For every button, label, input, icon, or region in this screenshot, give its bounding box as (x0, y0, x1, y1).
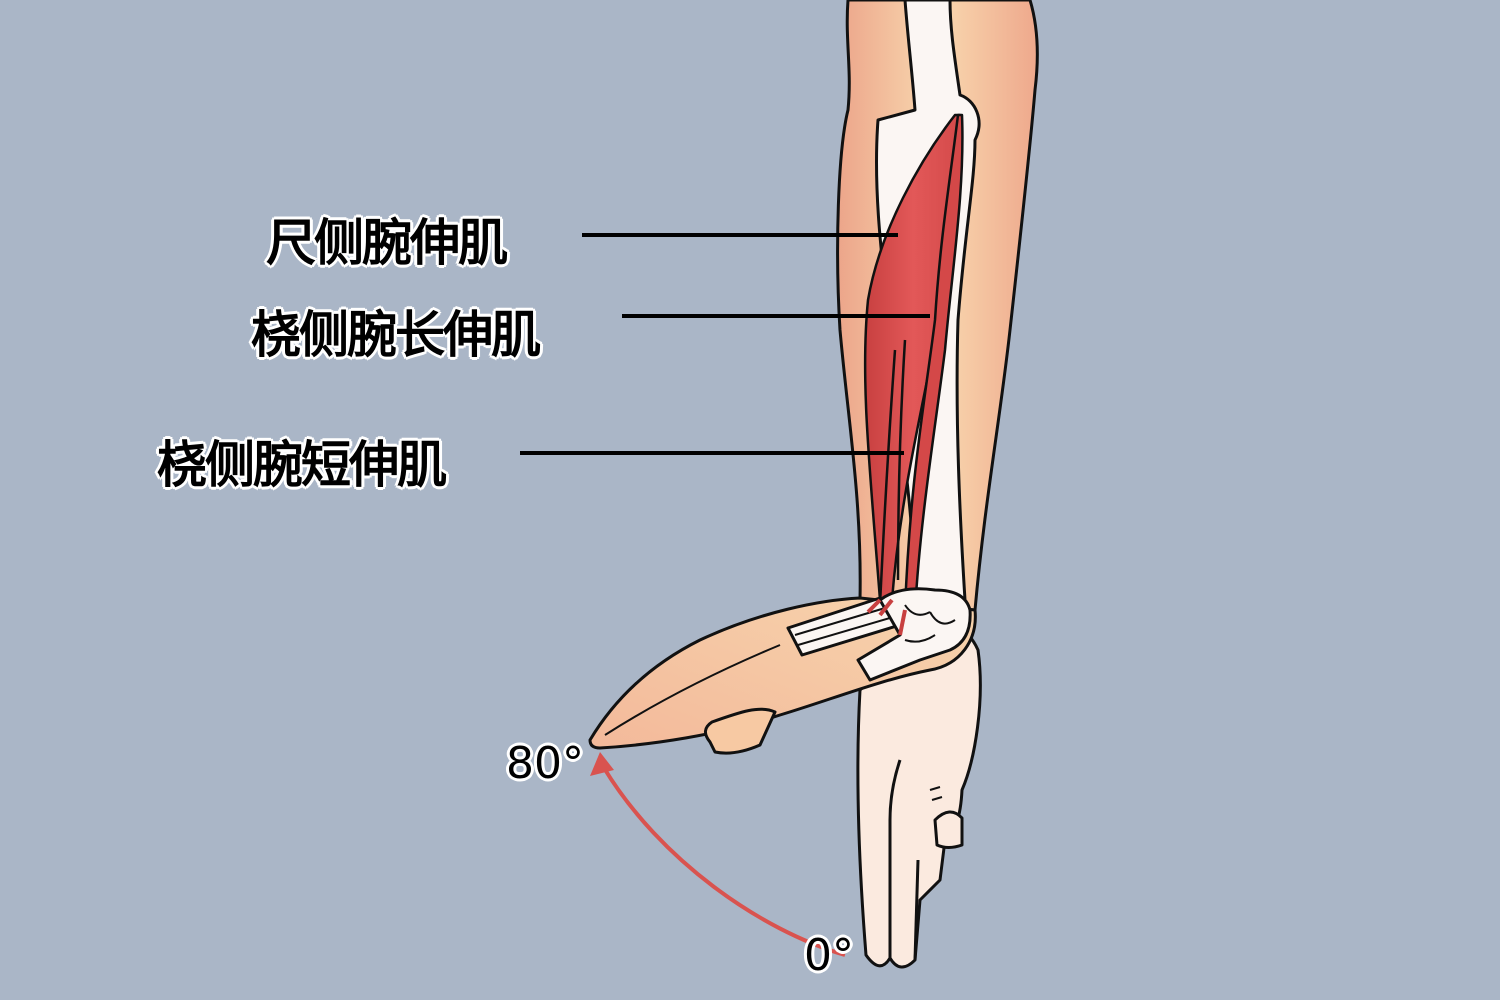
label-extensor-carpi-radialis-longus: 桡侧腕长伸肌 (251, 306, 541, 364)
upper-hand (588, 587, 977, 755)
leader-line-ecrb (520, 451, 904, 455)
leader-line-ecu (582, 233, 898, 237)
label-extensor-carpi-ulnaris: 尺侧腕伸肌 (266, 214, 508, 272)
angle-label-0: 0° (804, 930, 854, 981)
arrow-head-icon (590, 752, 614, 776)
lower-hand (856, 625, 982, 969)
angle-label-80: 80° (506, 738, 584, 789)
leader-line-ecrl (622, 314, 930, 318)
label-extensor-carpi-radialis-brevis: 桡侧腕短伸肌 (157, 436, 447, 494)
range-of-motion-arc (590, 752, 846, 957)
